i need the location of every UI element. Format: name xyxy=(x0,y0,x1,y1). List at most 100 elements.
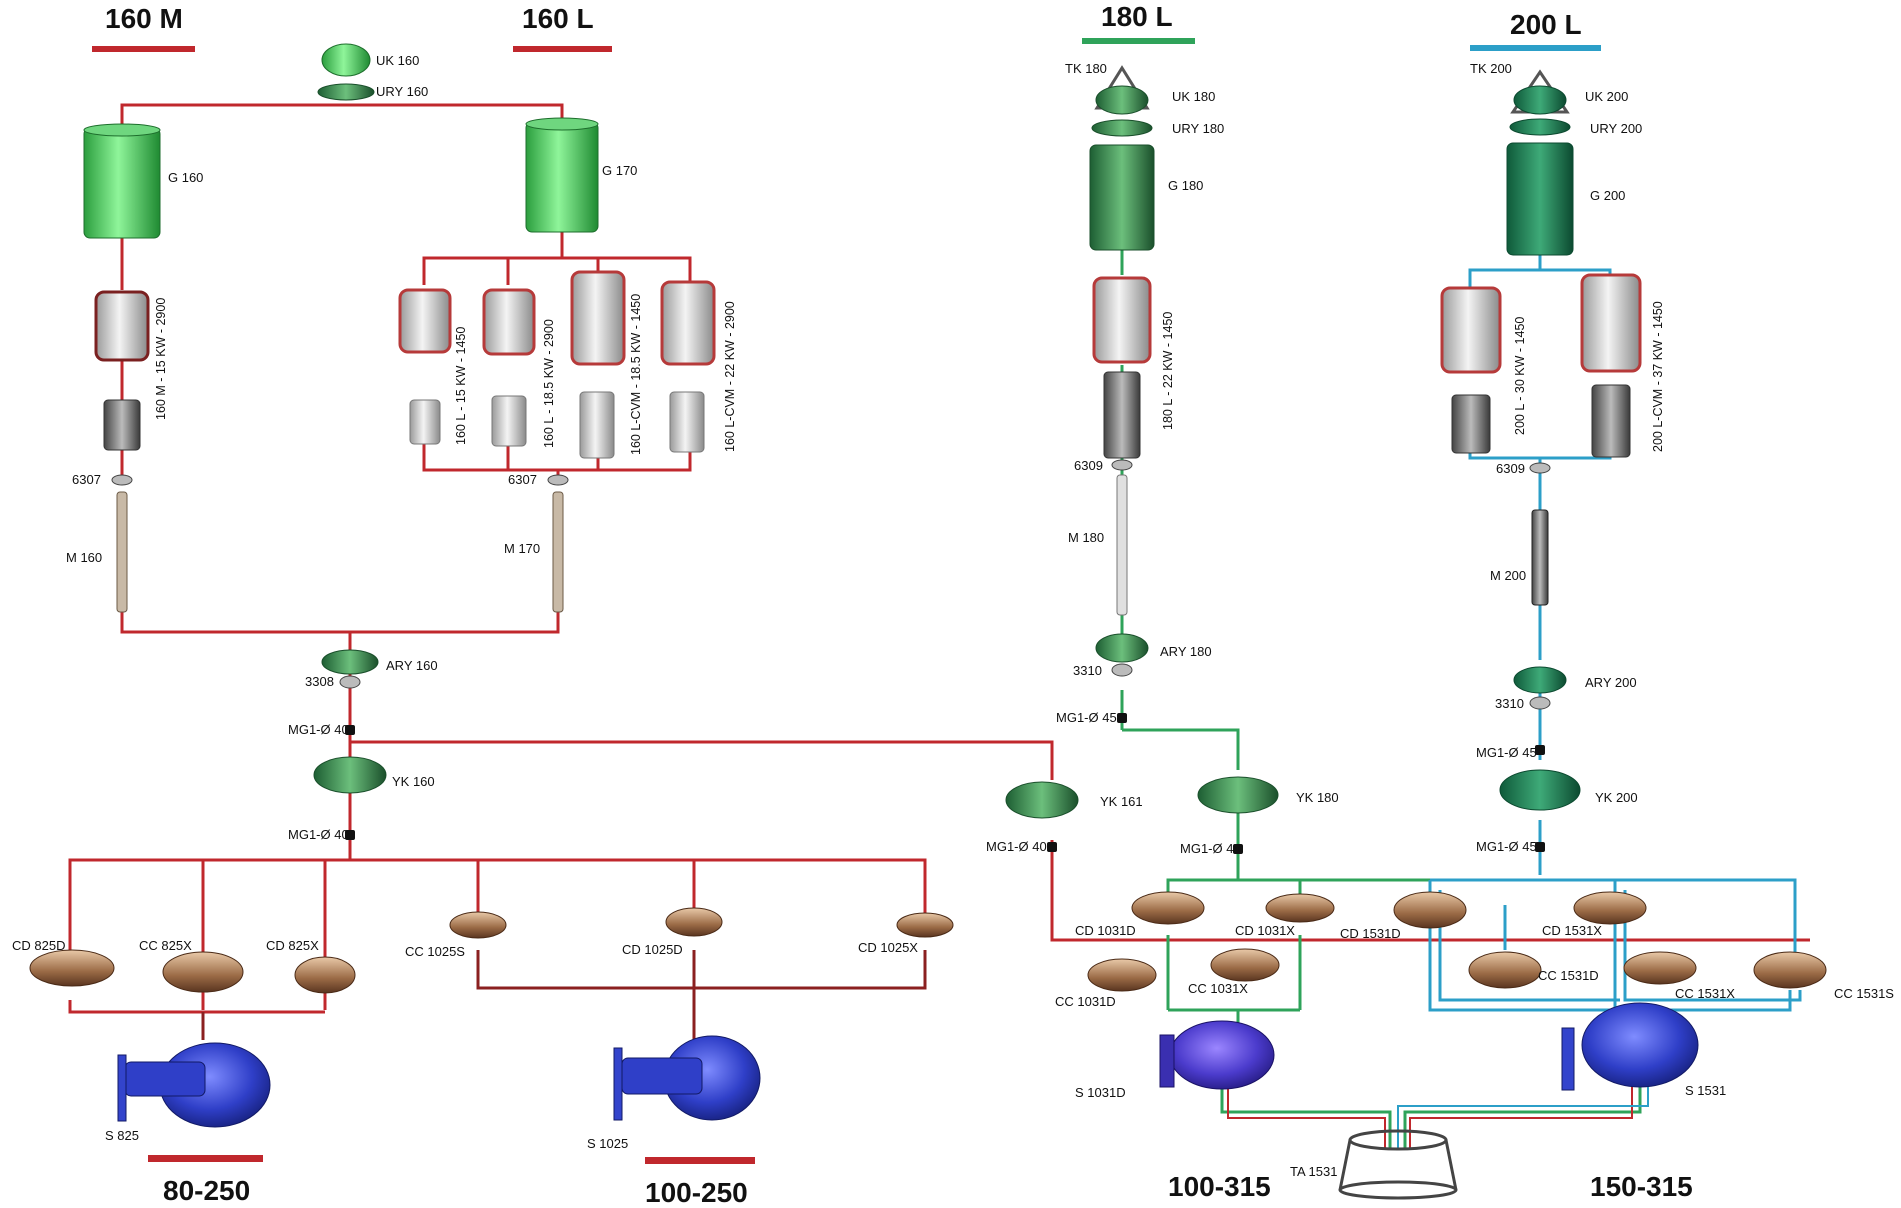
component-seal-mg45-a: MG1-Ø 45 xyxy=(1056,710,1127,725)
label-ary200: ARY 200 xyxy=(1585,675,1637,690)
component-ury160: URY 160 xyxy=(317,83,428,101)
component-stator-160l-185: 160 L - 18.5 KW - 2900 xyxy=(482,288,556,448)
label-cd1031d: CD 1031D xyxy=(1075,923,1136,938)
component-yk200: YK 200 xyxy=(1499,769,1638,811)
component-impeller-cd1025x: CD 1025X xyxy=(858,912,954,955)
label-yk160: YK 160 xyxy=(392,774,435,789)
component-uk160: UK 160 xyxy=(321,43,419,77)
component-g170: G 170 xyxy=(525,117,637,233)
label-3310-a: 3310 xyxy=(1073,663,1102,678)
series-bar-180l xyxy=(1082,38,1195,44)
label-uk200: UK 200 xyxy=(1585,89,1628,104)
series-label-100-250: 100-250 xyxy=(645,1177,748,1208)
label-cc1531x: CC 1531X xyxy=(1675,986,1735,1001)
label-cd1531x: CD 1531X xyxy=(1542,923,1602,938)
component-pump-s1025: S 1025 xyxy=(587,1035,761,1151)
label-cc1031d: CC 1031D xyxy=(1055,994,1116,1009)
label-m180: M 180 xyxy=(1068,530,1104,545)
series-footer-150-315: 150-315 xyxy=(1590,1171,1693,1202)
series-header-200l: 200 L xyxy=(1470,9,1601,51)
label-mg40-a: MG1-Ø 40 xyxy=(288,722,349,737)
component-impeller-cc1531d: CC 1531D xyxy=(1468,951,1599,989)
label-6307-a: 6307 xyxy=(72,472,101,487)
component-pump-s1031d: S 1031D xyxy=(1075,1020,1275,1100)
component-seal-mg45-c: MG1-Ø 45 xyxy=(1476,745,1545,760)
label-yk161: YK 161 xyxy=(1100,794,1143,809)
label-cc825x: CC 825X xyxy=(139,938,192,953)
series-label-100-315: 100-315 xyxy=(1168,1171,1271,1202)
label-mg40-b: MG1-Ø 40 xyxy=(288,827,349,842)
label-6309-b: 6309 xyxy=(1496,461,1525,476)
label-160l-185kw: 160 L - 18.5 KW - 2900 xyxy=(542,319,556,448)
component-stator-180l: 180 L - 22 KW - 1450 xyxy=(1092,276,1175,459)
series-footer-100-315: 100-315 xyxy=(1168,1171,1271,1202)
component-stator-160lcvm-185: 160 L-CVM - 18.5 KW - 1450 xyxy=(570,270,643,459)
label-3308: 3308 xyxy=(305,674,334,689)
label-tk200: TK 200 xyxy=(1470,61,1512,76)
component-uk200: UK 200 xyxy=(1513,85,1628,115)
component-bearing-3310-a: 3310 xyxy=(1073,663,1133,678)
label-mg45-c: MG1-Ø 45 xyxy=(1476,745,1537,760)
series-label-160l: 160 L xyxy=(522,3,594,34)
label-ary160: ARY 160 xyxy=(386,658,438,673)
component-stator-160lcvm-22: 160 L-CVM - 22 KW - 2900 xyxy=(660,280,737,453)
component-seal-mg40-a: MG1-Ø 40 xyxy=(288,722,355,737)
component-ury180: URY 180 xyxy=(1091,119,1224,137)
label-g180: G 180 xyxy=(1168,178,1203,193)
component-stator-160m xyxy=(94,290,150,362)
label-160lcvm-22kw: 160 L-CVM - 22 KW - 2900 xyxy=(723,301,737,452)
label-m170: M 170 xyxy=(504,541,540,556)
component-seal-mg45-b: MG1-Ø 45 xyxy=(1180,841,1243,856)
component-impeller-cd1031d: CD 1031D xyxy=(1075,891,1205,938)
label-160m-15kw: 160 M - 15 KW - 2900 xyxy=(154,298,168,420)
component-bearing-6307-b: 6307 xyxy=(508,472,569,487)
component-bearing-6309-a: 6309 xyxy=(1074,458,1133,473)
component-uk180: UK 180 xyxy=(1095,85,1215,115)
label-mg40-c: MG1-Ø 40 xyxy=(986,839,1047,854)
component-stator-200lcvm: 200 L-CVM - 37 KW - 1450 xyxy=(1580,273,1665,458)
component-yk160: YK 160 xyxy=(313,756,435,794)
connection-lines xyxy=(68,103,1810,1150)
label-m160: M 160 xyxy=(66,550,102,565)
component-shaft-m180: M 180 xyxy=(1068,474,1128,616)
label-s1531: S 1531 xyxy=(1685,1083,1726,1098)
component-impeller-cd825x: CD 825X xyxy=(266,938,356,994)
component-yk161: YK 161 xyxy=(1005,781,1143,819)
label-cc1025s: CC 1025S xyxy=(405,944,465,959)
component-seal-mg40-b: MG1-Ø 40 xyxy=(288,827,355,842)
label-cd1025x: CD 1025X xyxy=(858,940,918,955)
label-ury200: URY 200 xyxy=(1590,121,1642,136)
label-ury180: URY 180 xyxy=(1172,121,1224,136)
label-cd1031x: CD 1031X xyxy=(1235,923,1295,938)
component-bearing-3310-b: 3310 xyxy=(1495,696,1551,711)
component-pump-s1531: S 1531 xyxy=(1561,1002,1726,1098)
component-impeller-cd1531d: CD 1531D xyxy=(1340,891,1467,941)
label-200l-30kw: 200 L - 30 KW - 1450 xyxy=(1513,317,1527,435)
series-bar-160l xyxy=(513,46,612,52)
label-g200: G 200 xyxy=(1590,188,1625,203)
label-cc1531s: CC 1531S xyxy=(1834,986,1894,1001)
label-m200: M 200 xyxy=(1490,568,1526,583)
label-ary180: ARY 180 xyxy=(1160,644,1212,659)
component-pump-s825: S 825 xyxy=(105,1042,271,1143)
component-impeller-cc1031x: CC 1031X xyxy=(1188,948,1280,996)
label-s825: S 825 xyxy=(105,1128,139,1143)
component-ary180: ARY 180 xyxy=(1095,633,1212,663)
label-cd1025d: CD 1025D xyxy=(622,942,683,957)
series-label-180l: 180 L xyxy=(1101,1,1173,32)
component-shaft-m160: M 160 xyxy=(66,491,128,613)
label-s1031d: S 1031D xyxy=(1075,1085,1126,1100)
component-impeller-cc1531s: CC 1531S xyxy=(1753,951,1894,1001)
label-yk200: YK 200 xyxy=(1595,790,1638,805)
series-bar-200l xyxy=(1470,45,1601,51)
label-yk180: YK 180 xyxy=(1296,790,1339,805)
label-cc1031x: CC 1031X xyxy=(1188,981,1248,996)
label-6307-b: 6307 xyxy=(508,472,537,487)
component-impeller-cd825d: CD 825D xyxy=(12,938,115,987)
label-mg45-a: MG1-Ø 45 xyxy=(1056,710,1117,725)
component-bearing-6307-a: 6307 xyxy=(72,472,133,487)
component-impeller-cd1031x: CD 1031X xyxy=(1235,893,1335,938)
label-3310-b: 3310 xyxy=(1495,696,1524,711)
component-rotor-160m: 160 M - 15 KW - 2900 xyxy=(103,298,168,451)
